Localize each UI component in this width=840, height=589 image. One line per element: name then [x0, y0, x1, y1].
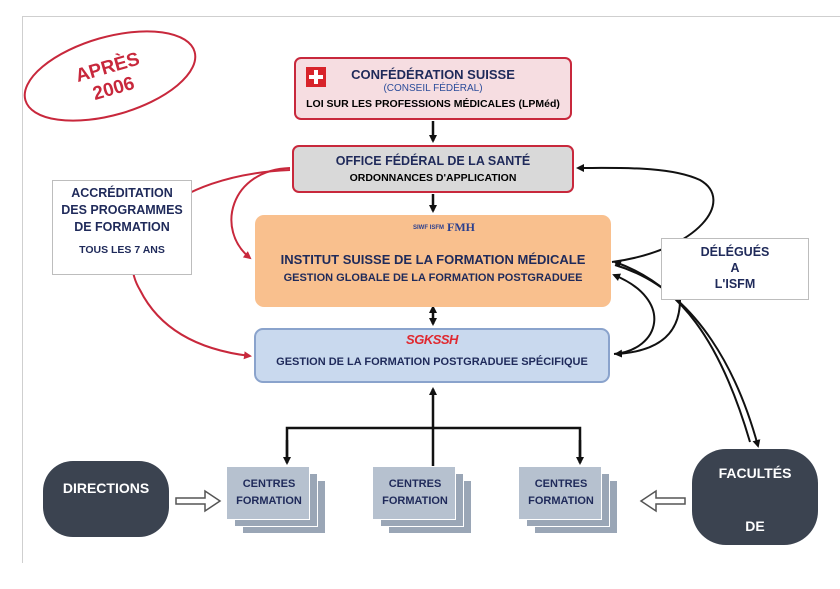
accreditation-line3: DE FORMATION [74, 220, 170, 234]
hollow-arrow-directions [175, 489, 222, 513]
delegues-line1: DÉLÉGUÉS [700, 245, 770, 259]
centre-line2: FORMATION [528, 495, 594, 507]
accreditation-line2: DES PROGRAMMES [61, 203, 183, 217]
centre-line2: FORMATION [382, 495, 448, 507]
centre-line1: CENTRES [242, 478, 296, 490]
societes-box: SGKSSH GESTION DE LA FORMATION POSTGRADU… [254, 328, 610, 383]
isfm-subtitle: GESTION GLOBALE DE LA FORMATION POSTGRAD… [283, 272, 583, 284]
confederation-subtitle: (CONSEIL FÉDÉRAL) [383, 83, 483, 94]
centre-formation-stack: CENTRES FORMATION [372, 466, 476, 540]
hollow-arrow-facultes [639, 489, 686, 513]
delegues-box: DÉLÉGUÉS A L'ISFM [661, 238, 809, 300]
isfm-title: INSTITUT SUISSE DE LA FORMATION MÉDICALE [280, 252, 586, 267]
frame-top-line [22, 16, 840, 17]
apres-2006-badge: APRÈS 2006 [23, 30, 197, 122]
directions-line2: HÔPITAUX [70, 537, 142, 553]
curve-facultes-to-isfm [613, 260, 751, 443]
swiss-flag-icon [306, 67, 326, 87]
ofsp-subtitle: ORDONNANCES D'APPLICATION [349, 172, 517, 184]
delegues-line3: L'ISFM [714, 277, 756, 291]
curve-sg-to-isfm [612, 273, 656, 355]
confederation-title: CONFÉDÉRATION SUISSE [351, 67, 515, 82]
red-curve-to-sg [131, 169, 291, 360]
facultes-line1: FACULTÉS [718, 465, 792, 481]
frame-left-line [22, 16, 23, 563]
connector-arrows [131, 121, 761, 513]
centre-line1: CENTRES [534, 478, 588, 490]
centre-line1: CENTRES [388, 478, 442, 490]
confederation-law: LOI SUR LES PROFESSIONS MÉDICALES (LPMéd… [306, 98, 560, 110]
fmh-logo-text: FMH [447, 220, 475, 234]
ofsp-box: OFFICE FÉDÉRAL DE LA SANTÉ ORDONNANCES D… [292, 145, 574, 193]
facultes-line2: DE [745, 518, 765, 534]
curve-to-sg-right [614, 299, 681, 358]
sgkssh-logo: SGKSSH [406, 332, 458, 347]
delegues-line2: A [730, 261, 740, 275]
curve-isfm-to-facultes [614, 264, 761, 448]
societes-title: GESTION DE LA FORMATION POSTGRADUEE SPÉC… [276, 356, 588, 368]
ofsp-title: OFFICE FÉDÉRAL DE LA SANTÉ [335, 154, 531, 168]
fmh-logo-small: SIWF ISFM [413, 225, 444, 232]
facultes-line3: MÉDEDCINE [712, 571, 797, 587]
centre-formation-stack: CENTRES FORMATION [226, 466, 330, 540]
accreditation-frequency: TOUS LES 7 ANS [79, 244, 165, 256]
centre-formation-stack: CENTRES FORMATION [518, 466, 622, 540]
confederation-box: CONFÉDÉRATION SUISSE (CONSEIL FÉDÉRAL) L… [294, 57, 572, 120]
directions-hopitaux-pill: DIRECTIONS HÔPITAUX [43, 461, 169, 553]
facultes-medecine-pill: FACULTÉS DE MÉDEDCINE [692, 449, 818, 587]
directions-line1: DIRECTIONS [62, 480, 150, 496]
accreditation-line1: ACCRÉDITATION [71, 186, 173, 200]
centre-line2: FORMATION [236, 495, 302, 507]
accreditation-box: ACCRÉDITATION DES PROGRAMMES DE FORMATIO… [52, 180, 192, 275]
